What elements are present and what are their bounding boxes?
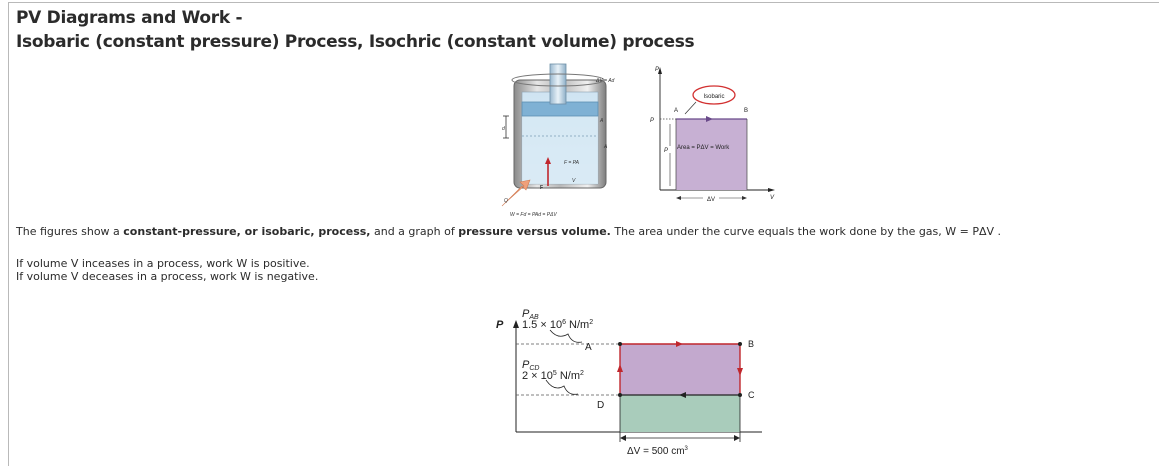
isobaric-figure: ΔV = Ad d A A F = PA V F Q W = Fd = PAd … (501, 63, 775, 218)
pab-value: 1.5 × 106 N/m2 (522, 319, 593, 331)
point-b-label: B (744, 108, 748, 114)
heat-q-label: Q (504, 198, 508, 204)
point-c-label-2: C (748, 390, 755, 400)
p-axis-label-2: P (496, 319, 504, 331)
f-pa-label: F = PA (564, 160, 580, 166)
pcd-label: PCD (522, 359, 539, 372)
lower-area (620, 395, 740, 432)
d-label: d (502, 126, 505, 132)
page-title: PV Diagrams and Work - (16, 8, 243, 28)
point-d-label-2: D (597, 400, 604, 411)
piston-a-label: A (599, 118, 604, 124)
v-axis-label: V (770, 195, 775, 201)
gas-cylinder (501, 63, 607, 207)
isobaric-callout (692, 85, 736, 105)
isochoric-figure: P PAB 1.5 × 106 N/m2 PCD 2 × 105 N/m2 A … (496, 308, 762, 457)
point-a-label-2: A (585, 342, 592, 353)
content-frame (8, 2, 1159, 466)
note-negative: If volume V deceases in a process, work … (16, 270, 319, 283)
point-b-label-2: B (748, 339, 754, 349)
volume-v-label: V (572, 178, 576, 184)
p-side-label: P (664, 148, 668, 154)
dv-ad-label: ΔV = Ad (595, 78, 615, 84)
dv-label-2: ΔV = 500 cm3 (627, 446, 689, 457)
pv-graph (658, 67, 775, 202)
area-a-label: A (603, 144, 608, 150)
page-subtitle: Isobaric (constant pressure) Process, Is… (16, 32, 695, 52)
upper-area (620, 344, 740, 395)
work-area (676, 119, 747, 190)
pcd-value: 2 × 105 N/m2 (522, 370, 584, 382)
work-equation: W = Fd = PAd = PΔV (510, 212, 557, 218)
note-positive: If volume V inceases in a process, work … (16, 257, 310, 270)
pv-graph-2 (513, 320, 762, 442)
pab-label: PAB (522, 308, 539, 321)
force-f-label: F (540, 185, 543, 191)
point-a-label: A (674, 108, 678, 114)
dv-label: ΔV (707, 197, 715, 203)
p-tick-label: P (650, 118, 654, 124)
isobaric-label: Isobaric (703, 94, 724, 100)
p-axis-label: P (655, 67, 659, 73)
isobaric-term: constant-pressure, or isobaric, process, (123, 225, 371, 238)
area-label: Area = PΔV = Work (677, 145, 730, 151)
description-paragraph: The figures show a constant-pressure, or… (16, 225, 1002, 238)
pv-term: pressure versus volume. (458, 225, 611, 238)
